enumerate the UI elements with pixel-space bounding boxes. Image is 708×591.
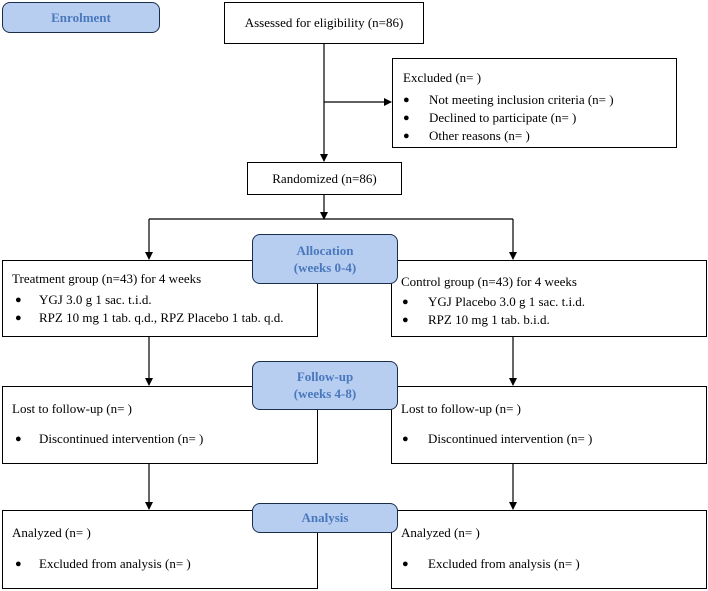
excluded-box: Excluded (n= ) ● Not meeting inclusion c… [392, 58, 677, 148]
allocation-text: Allocation [296, 243, 354, 258]
treatment-lost-text: Lost to follow-up (n= ) [12, 401, 132, 416]
control-followup-box: Lost to follow-up (n= ) ● Discontinued i… [391, 386, 707, 464]
bullet-icon: ● [15, 294, 22, 306]
excluded-item: Not meeting inclusion criteria (n= ) [429, 92, 614, 107]
randomized-box: Randomized (n=86) [247, 162, 402, 195]
enrolment-label: Enrolment [2, 2, 160, 33]
excluded-item: Other reasons (n= ) [429, 128, 530, 143]
bullet-icon: ● [403, 94, 410, 106]
bullet-icon: ● [15, 433, 22, 445]
bullet-icon: ● [403, 130, 410, 142]
control-item: YGJ Placebo 3.0 g 1 sac. t.i.d. [428, 294, 586, 309]
assessed-text: Assessed for eligibility (n=86) [244, 15, 404, 30]
bullet-icon: ● [15, 312, 22, 324]
analysis-label: Analysis [252, 503, 398, 533]
allocation-label: Allocation (weeks 0-4) [252, 234, 398, 284]
treatment-excluded-analysis-text: Excluded from analysis (n= ) [39, 556, 191, 571]
bullet-icon: ● [402, 558, 409, 570]
bullet-icon: ● [402, 314, 409, 326]
control-analysis-box: Analyzed (n= ) ● Excluded from analysis … [391, 510, 707, 589]
control-lost-text: Lost to follow-up (n= ) [401, 401, 521, 416]
analysis-text: Analysis [301, 510, 349, 525]
control-analyzed-text: Analyzed (n= ) [401, 525, 480, 540]
allocation-weeks: (weeks 0-4) [293, 260, 357, 275]
assessed-box: Assessed for eligibility (n=86) [224, 2, 424, 44]
treatment-followup-box: Lost to follow-up (n= ) ● Discontinued i… [2, 386, 318, 464]
treatment-analyzed-text: Analyzed (n= ) [12, 525, 91, 540]
control-item: RPZ 10 mg 1 tab. b.i.d. [428, 312, 550, 327]
control-box: Control group (n=43) for 4 weeks ● YGJ P… [391, 260, 707, 337]
bullet-icon: ● [402, 296, 409, 308]
excluded-title: Excluded (n= ) [403, 70, 482, 85]
followup-label: Follow-up (weeks 4-8) [252, 361, 398, 410]
enrolment-text: Enrolment [51, 10, 111, 25]
bullet-icon: ● [15, 558, 22, 570]
bullet-icon: ● [402, 433, 409, 445]
control-title: Control group (n=43) for 4 weeks [401, 274, 577, 289]
followup-text: Follow-up [296, 369, 354, 384]
randomized-text: Randomized (n=86) [272, 171, 377, 186]
bullet-icon: ● [403, 112, 410, 124]
excluded-item: Declined to participate (n= ) [429, 110, 577, 125]
treatment-discontinued-text: Discontinued intervention (n= ) [39, 431, 204, 446]
treatment-item: YGJ 3.0 g 1 sac. t.i.d. [39, 292, 152, 307]
control-excluded-analysis-text: Excluded from analysis (n= ) [428, 556, 580, 571]
followup-weeks: (weeks 4-8) [293, 386, 357, 401]
treatment-title: Treatment group (n=43) for 4 weeks [12, 271, 202, 286]
control-discontinued-text: Discontinued intervention (n= ) [428, 431, 593, 446]
treatment-item: RPZ 10 mg 1 tab. q.d., RPZ Placebo 1 tab… [39, 310, 284, 325]
